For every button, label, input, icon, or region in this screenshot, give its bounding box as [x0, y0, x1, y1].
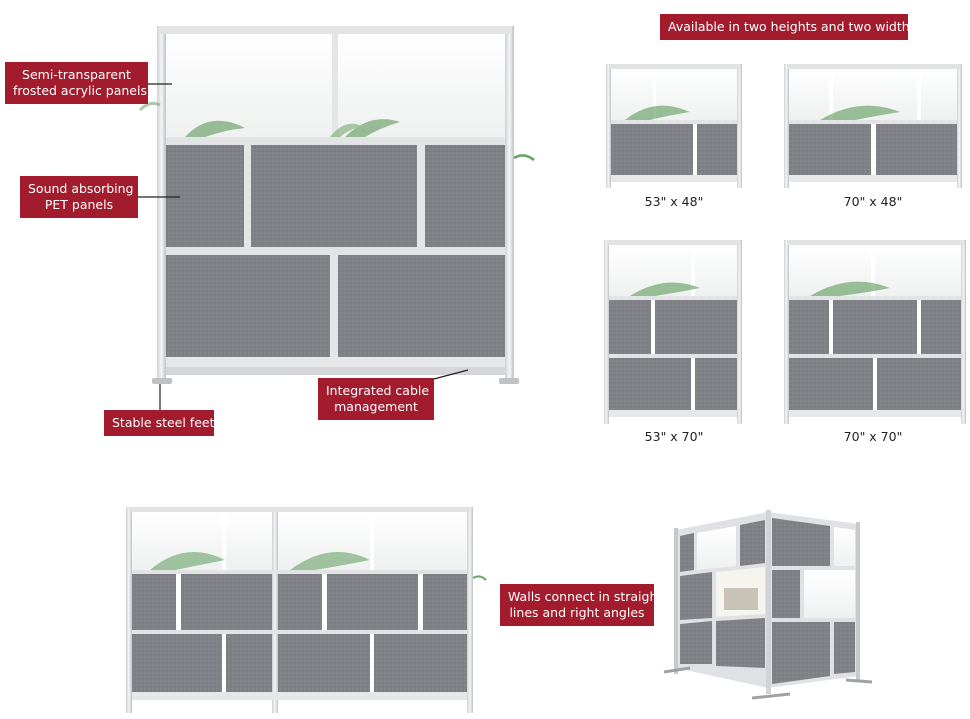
partition-53x70: [604, 240, 742, 424]
callout-text: management: [334, 399, 418, 414]
callout-text: Integrated cable: [326, 383, 430, 398]
partition-70x70: [784, 240, 966, 424]
callout-sizes-heading: Available in two heights and two widths: [660, 14, 917, 40]
callout-text: frosted acrylic panels: [13, 83, 147, 98]
plant-icon: [138, 101, 400, 137]
callout-text: Semi-transparent: [22, 67, 131, 82]
callout-text: Walls connect in straight: [508, 589, 663, 604]
callout-cable-management: Integrated cable management: [318, 378, 434, 420]
callout-walls-connect: Walls connect in straight lines and righ…: [500, 584, 663, 626]
callout-text: Available in two heights and two widths: [668, 19, 917, 34]
partition-53x48: [606, 64, 742, 188]
callout-text: Stable steel feet: [112, 415, 215, 430]
connected-straight-wall: [126, 507, 487, 713]
partition-70x48: [784, 64, 962, 188]
main-partition: [138, 26, 535, 384]
callout-sound-panels: Sound absorbing PET panels: [20, 176, 138, 218]
size-label-53x48: 53" x 48": [644, 194, 704, 209]
callout-text: PET panels: [44, 197, 114, 212]
size-label-70x48: 70" x 48": [843, 194, 903, 209]
callout-text: Sound absorbing: [28, 181, 134, 196]
callout-text: lines and right angles: [509, 605, 645, 620]
corner-cubicle: [663, 510, 873, 700]
callout-steel-feet: Stable steel feet: [104, 410, 215, 436]
size-label-53x70: 53" x 70": [644, 429, 704, 444]
callout-frosted-panels: Semi-transparent frosted acrylic panels: [5, 62, 148, 104]
size-label-70x70: 70" x 70": [843, 429, 903, 444]
